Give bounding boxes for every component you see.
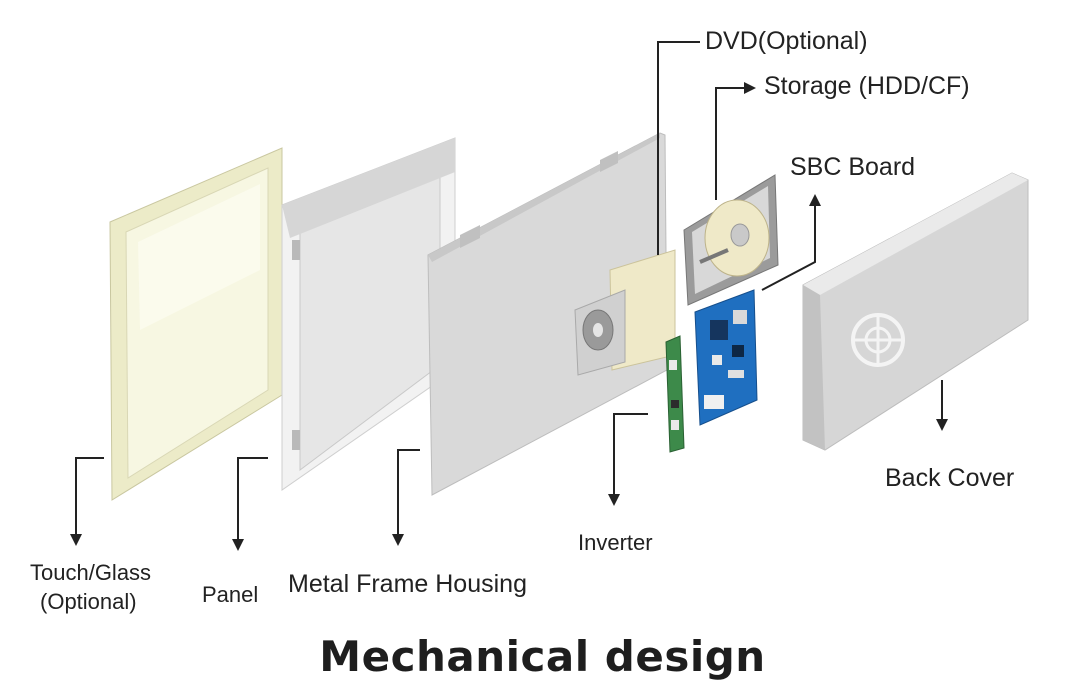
- back-cover-label: Back Cover: [885, 464, 1015, 492]
- storage-label: Storage (HDD/CF): [764, 72, 970, 100]
- sbc-leader-arrow: [761, 194, 821, 291]
- page-title: Mechanical design: [319, 632, 766, 681]
- dvd-label: DVD(Optional): [705, 27, 868, 55]
- inverter-leader-arrow: [608, 413, 648, 506]
- inverter-label: Inverter: [578, 530, 653, 555]
- touch-glass-label-line2: (Optional): [40, 589, 137, 614]
- storage-leader-arrow: [715, 82, 756, 200]
- storage-hdd-part: [683, 174, 779, 306]
- sbc-board-part: [694, 289, 758, 426]
- lcd-panel-part: [281, 137, 456, 491]
- panel-label: Panel: [202, 582, 259, 607]
- leader-lines: [70, 41, 948, 551]
- dvd-drive-part: [574, 249, 676, 376]
- touch-leader-arrow: [70, 457, 104, 546]
- metal-frame-leader-arrow: [392, 449, 420, 546]
- touch-glass-label-line1: Touch/Glass: [30, 560, 152, 585]
- inverter-part: [665, 335, 685, 453]
- back-cover-part: [802, 172, 1029, 451]
- dvd-leader-line: [657, 41, 700, 255]
- touch-glass-part: [109, 147, 283, 501]
- metal-frame-housing-part: [427, 132, 668, 496]
- metal-frame-housing-label: Metal Frame Housing: [288, 570, 527, 598]
- sbc-board-label: SBC Board: [790, 153, 916, 181]
- panel-leader-arrow: [232, 457, 268, 551]
